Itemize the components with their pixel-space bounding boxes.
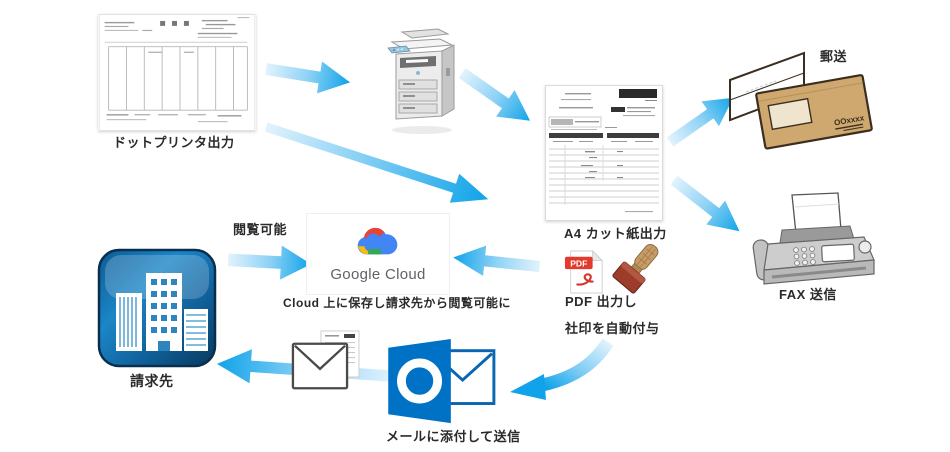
company-seal-label: 社印を自動付与 [565, 321, 660, 336]
a4-cut-label: A4 カット紙出力 [564, 226, 667, 241]
viewable-label: 閲覧可能 [233, 222, 288, 237]
arrow-pdf-to-outlook [502, 336, 614, 404]
fax-machine-icon [752, 192, 887, 292]
pdf-file-icon: PDF [564, 248, 606, 296]
billing-destination-label: 請求先 [130, 373, 174, 389]
google-cloud-wordmark: Google Cloud [330, 265, 426, 283]
pdf-badge-text: PDF [570, 258, 587, 268]
arrow-a4-to-cloud [451, 241, 542, 282]
arrow-doc-to-a4-direct [260, 109, 496, 218]
billing-building-icon [96, 247, 218, 369]
dot-matrix-document [98, 14, 256, 131]
email-attach-label: メールに添付して送信 [386, 429, 521, 444]
arrow-billing-to-cloud [227, 242, 313, 282]
arrow-doc-to-copier [263, 52, 353, 99]
arrow-a4-to-mail [661, 84, 743, 155]
dot-printer-label: ドットプリンタ出力 [113, 135, 235, 150]
a4-document [545, 85, 663, 221]
fax-send-label: FAX 送信 [779, 287, 837, 302]
google-cloud-logo: Google Cloud [306, 213, 450, 295]
outlook-icon [386, 337, 502, 427]
arrow-a4-to-fax [664, 167, 750, 244]
google-cloud-icon [356, 226, 400, 260]
copier-icon [382, 24, 462, 136]
postal-mail-label: 郵送 [820, 49, 848, 64]
email-envelope-icon [291, 340, 349, 392]
postal-mail-icon: OOxxxx [718, 42, 888, 154]
cloud-caption: Cloud 上に保存し請求先から閲覧可能に [283, 296, 511, 310]
pdf-output-label: PDF 出力し [565, 294, 638, 309]
arrow-copier-to-a4 [452, 59, 540, 135]
company-seal-stamp-icon [608, 240, 666, 296]
